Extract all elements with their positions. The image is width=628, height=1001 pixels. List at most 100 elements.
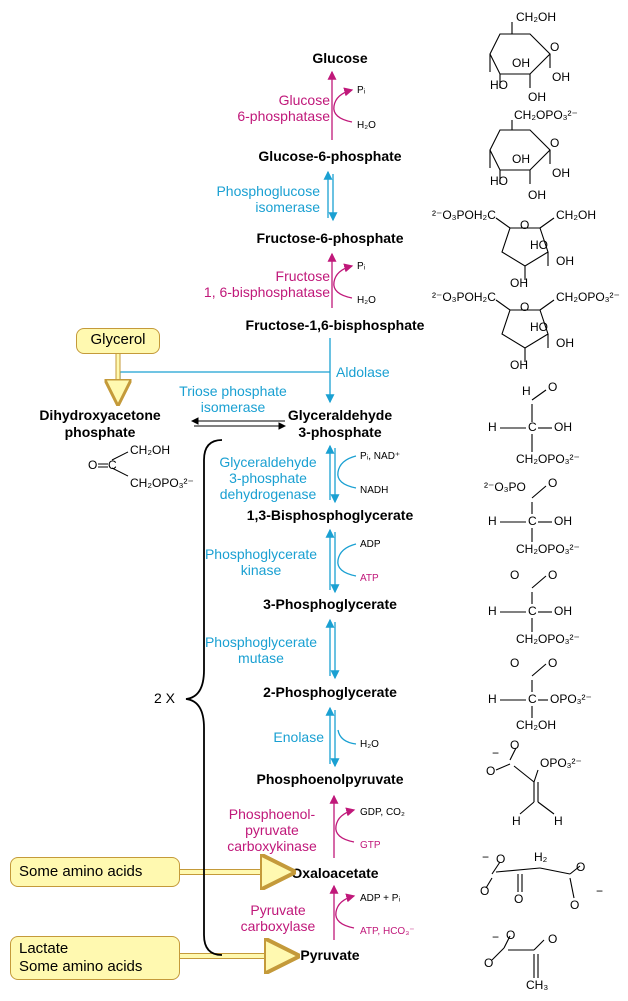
- cofactor-g6pase-pi: Pᵢ: [357, 85, 366, 96]
- cofactor-pc-adp-pi: ADP + Pᵢ: [360, 893, 401, 904]
- f6p-o3poh2c: ²⁻O₃POH₂C: [432, 208, 496, 222]
- metabolite-3-phosphoglycerate: 3-Phosphoglycerate: [263, 596, 397, 612]
- cofactor-pgk-atp: ATP: [360, 573, 379, 584]
- metabolite-pyruvate: Pyruvate: [300, 947, 360, 963]
- arrow-aldolase: [115, 338, 335, 404]
- dhap-ch2opo3: CH₂OPO₃²⁻: [130, 476, 194, 490]
- gap-ch2opo3: CH₂OPO₃²⁻: [516, 452, 580, 466]
- enzyme-line: mutase: [238, 650, 284, 666]
- gap-h: H: [522, 384, 531, 398]
- pg3-o-minus: O: [510, 568, 520, 582]
- f16bp-ch2opo3: CH₂OPO₃²⁻: [556, 290, 620, 304]
- pg3-ch2opo3: CH₂OPO₃²⁻: [516, 632, 580, 646]
- cofactor-pepck-gdp-co2: GDP, CO₂: [360, 807, 405, 818]
- f6p-ho: HO: [530, 238, 548, 252]
- arrow-pc: [329, 884, 356, 940]
- enzyme-line: Fructose: [275, 268, 330, 284]
- f16bp-oh-1: OH: [556, 336, 574, 350]
- arrow-pgm: [325, 618, 340, 680]
- structure-pep: [495, 747, 555, 815]
- structure-3pg: [500, 575, 552, 632]
- cofactor-g6pase-h2o: H₂O: [357, 120, 376, 131]
- g6p-o: O: [550, 136, 560, 150]
- f16bp-oh-2: OH: [510, 358, 528, 372]
- metabolite-glucose-6-phosphate: Glucose-6-phosphate: [258, 148, 402, 164]
- pep-h-1: H: [512, 814, 521, 828]
- oaa-minus-right: −: [596, 884, 604, 898]
- substrate-box-lactate-amino-acids: Lactate Some amino acids: [10, 936, 180, 980]
- gap-oh: OH: [554, 420, 572, 434]
- enzyme-aldolase: Aldolase: [336, 364, 396, 380]
- enzyme-line: Glyceraldehyde: [219, 454, 317, 470]
- g6p-oh-2: OH: [552, 166, 570, 180]
- pg3-c: C: [528, 604, 537, 618]
- enzyme-line: Triose phosphate: [179, 383, 287, 399]
- arrow-g6pase: [327, 70, 354, 140]
- enzyme-line: carboxylase: [240, 918, 316, 934]
- pg3-oh: OH: [554, 604, 572, 618]
- g6p-oh-3: OH: [528, 188, 546, 202]
- oaa-o-right-top: O: [576, 860, 586, 874]
- structures-column: [485, 22, 581, 978]
- enzyme-line: Enolase: [273, 729, 324, 745]
- pep-minus: −: [492, 746, 500, 760]
- enzyme-line: Aldolase: [336, 364, 390, 380]
- metabolite-dihydroxyacetone-phosphate: Dihydroxyacetone phosphate: [30, 407, 170, 441]
- pg3-h: H: [488, 604, 497, 618]
- gap-c: C: [528, 420, 537, 434]
- metabolite-oxaloacetate: Oxaloacetate: [291, 865, 379, 881]
- arrow-pgk: [325, 528, 357, 594]
- enzyme-phosphoglycerate-mutase: Phosphoglycerate mutase: [198, 634, 324, 666]
- metabolite-1-3-bisphosphoglycerate: 1,3-Bisphosphoglycerate: [246, 507, 414, 523]
- structure-2pg: [500, 663, 548, 718]
- enzyme-triose-phosphate-isomerase: Triose phosphate isomerase: [170, 383, 296, 415]
- f6p-o: O: [520, 218, 530, 232]
- oaa-o-low: O: [480, 884, 490, 898]
- pep-h-2: H: [554, 814, 563, 828]
- dhap-line-2: phosphate: [64, 424, 136, 440]
- structure-13bpg: [500, 485, 552, 542]
- f6p-oh-2: OH: [510, 276, 528, 290]
- pep-o-left: O: [486, 764, 496, 778]
- metabolite-glucose: Glucose: [312, 50, 368, 66]
- metabolite-fructose-6-phosphate: Fructose-6-phosphate: [256, 230, 404, 246]
- glucose-oh-1: OH: [512, 56, 530, 70]
- arrow-pepck: [329, 794, 356, 858]
- brace-2x: [185, 439, 223, 956]
- glucose-o: O: [550, 40, 560, 54]
- amino-acids-line: Some amino acids: [19, 958, 143, 975]
- structure-g6p: [489, 120, 551, 184]
- enzyme-line: isomerase: [255, 199, 320, 215]
- dhap-line-1: Dihydroxyacetone: [39, 407, 161, 423]
- metabolite-phosphoenolpyruvate: Phosphoenolpyruvate: [256, 771, 404, 787]
- cofactor-gapdh-nadh: NADH: [360, 485, 389, 496]
- cofactor-fbpase-pi: Pᵢ: [357, 261, 366, 272]
- gap-o: O: [548, 380, 558, 394]
- structure-oaa: [485, 861, 581, 899]
- enzyme-enolase: Enolase: [262, 729, 324, 745]
- enzyme-line: carboxykinase: [227, 838, 317, 854]
- f6p-oh-1: OH: [556, 254, 574, 268]
- pyr-o-left: O: [484, 956, 494, 970]
- arrow-enolase: [325, 706, 357, 768]
- g6p-ho: HO: [490, 174, 508, 188]
- structure-glucose: [489, 22, 551, 88]
- lactate-line: Lactate: [19, 940, 69, 957]
- metabolite-glyceraldehyde-3-phosphate: Glyceraldehyde 3-phosphate: [285, 407, 395, 441]
- bpg-oh: OH: [554, 514, 572, 528]
- gap-line-2: 3-phosphate: [298, 424, 382, 440]
- gap-h2: H: [488, 420, 497, 434]
- arrow-pgi: [323, 170, 338, 222]
- cofactor-pgk-adp: ADP: [360, 539, 381, 550]
- pg2-h: H: [488, 692, 497, 706]
- g6p-ch2opo3: CH₂OPO₃²⁻: [514, 108, 578, 122]
- structure-gap: [500, 389, 552, 452]
- oaa-minus-left: −: [482, 850, 490, 864]
- enzyme-line: isomerase: [200, 399, 266, 415]
- gap-line-1: Glyceraldehyde: [287, 407, 393, 423]
- bpg-c: C: [528, 514, 537, 528]
- pg2-o: O: [548, 656, 558, 670]
- enzyme-line: Phosphoglucose: [216, 183, 320, 199]
- bpg-ch2opo3: CH₂OPO₃²⁻: [516, 542, 580, 556]
- enzyme-fructose-1-6-bisphosphatase: Fructose 1, 6-bisphosphatase: [180, 268, 330, 300]
